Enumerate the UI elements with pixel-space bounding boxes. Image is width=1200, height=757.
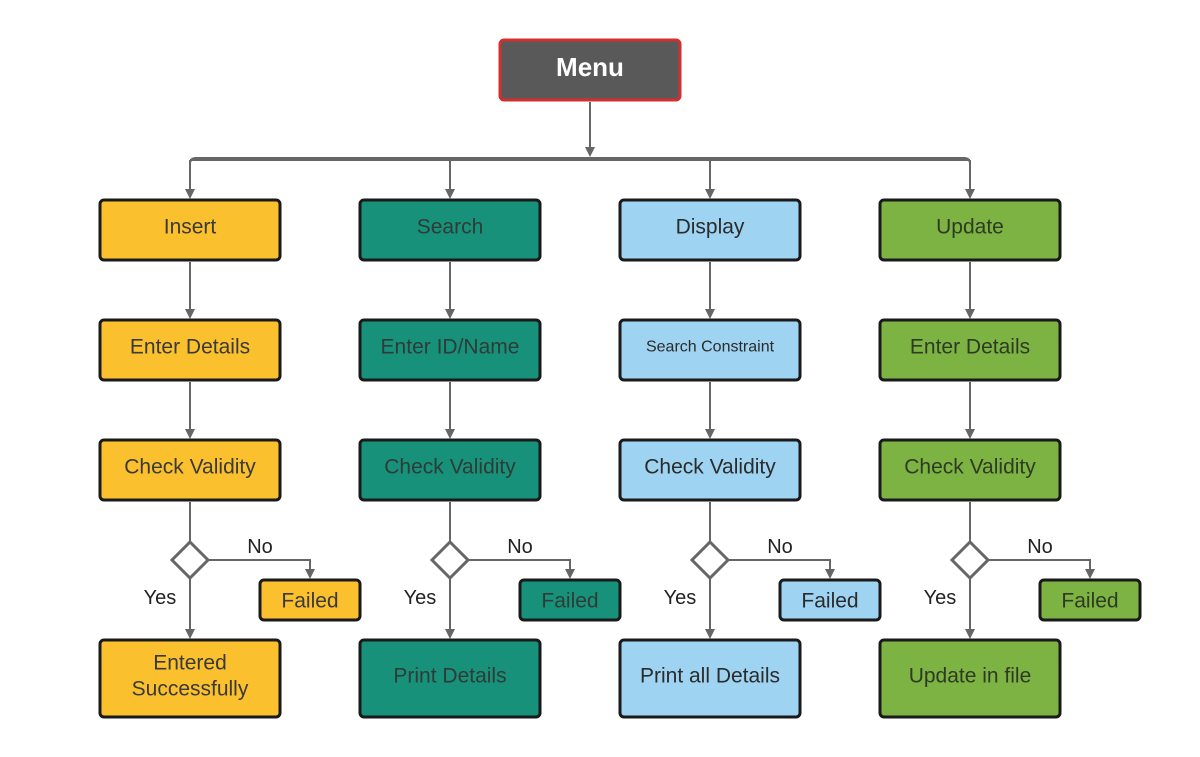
insert-step2-node — [98, 438, 282, 502]
display-title-label: Display — [676, 216, 745, 239]
insert-step2-label: Check Validity — [124, 456, 256, 479]
insert-yes-label: Yes — [144, 587, 177, 609]
search-failed-label: Failed — [541, 590, 598, 613]
update-step2-label: Check Validity — [904, 456, 1036, 479]
display-step1-label: Search Constraint — [646, 339, 775, 356]
update-step2-node — [878, 438, 1062, 502]
search-no-arrow — [469, 559, 575, 579]
search-no-label: No — [507, 536, 533, 558]
update-step1-node — [878, 318, 1062, 382]
menu-node — [498, 38, 682, 102]
insert-result-label-line2: Successfully — [132, 678, 249, 701]
insert-failed-label: Failed — [281, 590, 338, 613]
search-failed-node — [518, 578, 622, 622]
update-title-label: Update — [936, 216, 1004, 239]
display-no-label: No — [767, 536, 793, 558]
insert-result-label-line1: Entered — [153, 652, 227, 675]
search-step1-label: Enter ID/Name — [381, 336, 520, 359]
display-decision-diamond — [689, 539, 731, 581]
search-title-label: Search — [417, 216, 484, 239]
update-result-label: Update in file — [909, 665, 1032, 688]
insert-failed-node — [258, 578, 362, 622]
search-step2-node — [358, 438, 542, 502]
display-failed-label: Failed — [801, 590, 858, 613]
search-decision-diamond — [429, 539, 471, 581]
insert-title-label: Insert — [164, 216, 217, 239]
display-failed-node — [778, 578, 882, 622]
insert-result-node — [98, 638, 282, 719]
search-step1-node — [358, 318, 542, 382]
update-no-label: No — [1027, 536, 1053, 558]
search-yes-label: Yes — [404, 587, 437, 609]
insert-step1-label: Enter Details — [130, 336, 250, 359]
display-step1-node — [618, 318, 802, 382]
update-yes-label: Yes — [924, 587, 957, 609]
insert-decision-diamond — [169, 539, 211, 581]
display-result-label: Print all Details — [640, 665, 780, 688]
update-step1-label: Enter Details — [910, 336, 1030, 359]
display-step2-node — [618, 438, 802, 502]
search-title-node — [358, 198, 542, 262]
display-yes-label: Yes — [664, 587, 697, 609]
update-failed-label: Failed — [1061, 590, 1118, 613]
display-result-node — [618, 638, 802, 719]
insert-title-node — [98, 198, 282, 262]
display-no-arrow — [729, 559, 835, 579]
update-failed-node — [1038, 578, 1142, 622]
search-result-node — [358, 638, 542, 719]
display-step2-label: Check Validity — [644, 456, 776, 479]
update-decision-diamond — [949, 539, 991, 581]
insert-no-label: No — [247, 536, 273, 558]
display-title-node — [618, 198, 802, 262]
update-result-node — [878, 638, 1062, 719]
search-step2-label: Check Validity — [384, 456, 516, 479]
update-title-node — [878, 198, 1062, 262]
search-result-label: Print Details — [393, 665, 506, 688]
menu-label: Menu — [556, 52, 624, 82]
update-no-arrow — [989, 559, 1095, 579]
insert-step1-node — [98, 318, 282, 382]
insert-no-arrow — [209, 559, 315, 579]
